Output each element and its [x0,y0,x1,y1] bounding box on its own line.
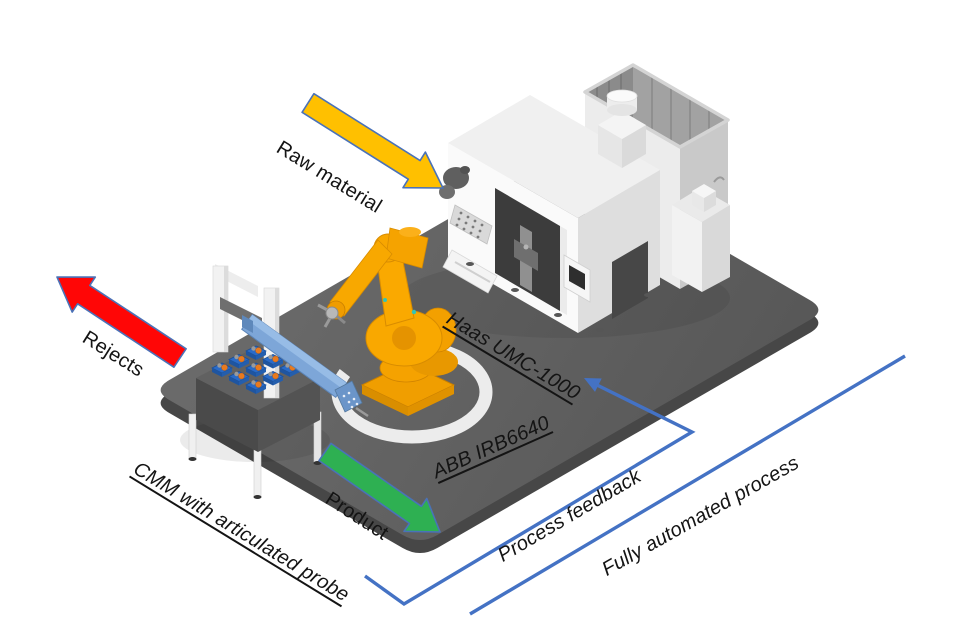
cmm-illustration [188,264,369,499]
robot-illustration [317,227,458,416]
cmm-probe-head [334,380,363,413]
cnc-feet [466,262,652,332]
flow-arrows [56,92,444,533]
robot-end-effector [317,303,346,328]
cnc-chiller-unit [672,176,730,292]
cnc-keyboard-plate [449,204,493,245]
product-arrow [318,442,441,533]
raw-material-arrow [301,92,444,189]
cnc-side-opening [612,241,648,319]
rejects-arrow [56,276,187,369]
process-feedback-arrowhead [584,378,602,392]
cnc-machine-illustration [439,63,730,333]
cnc-control-pendant [563,254,591,303]
cnc-cabinet [439,89,660,333]
cmm-probe-arm [241,314,369,418]
annotation-lines [364,354,906,616]
cnc-roof-vent [598,89,646,168]
fully-automated-line [469,354,906,616]
process-feedback-line [364,383,696,607]
